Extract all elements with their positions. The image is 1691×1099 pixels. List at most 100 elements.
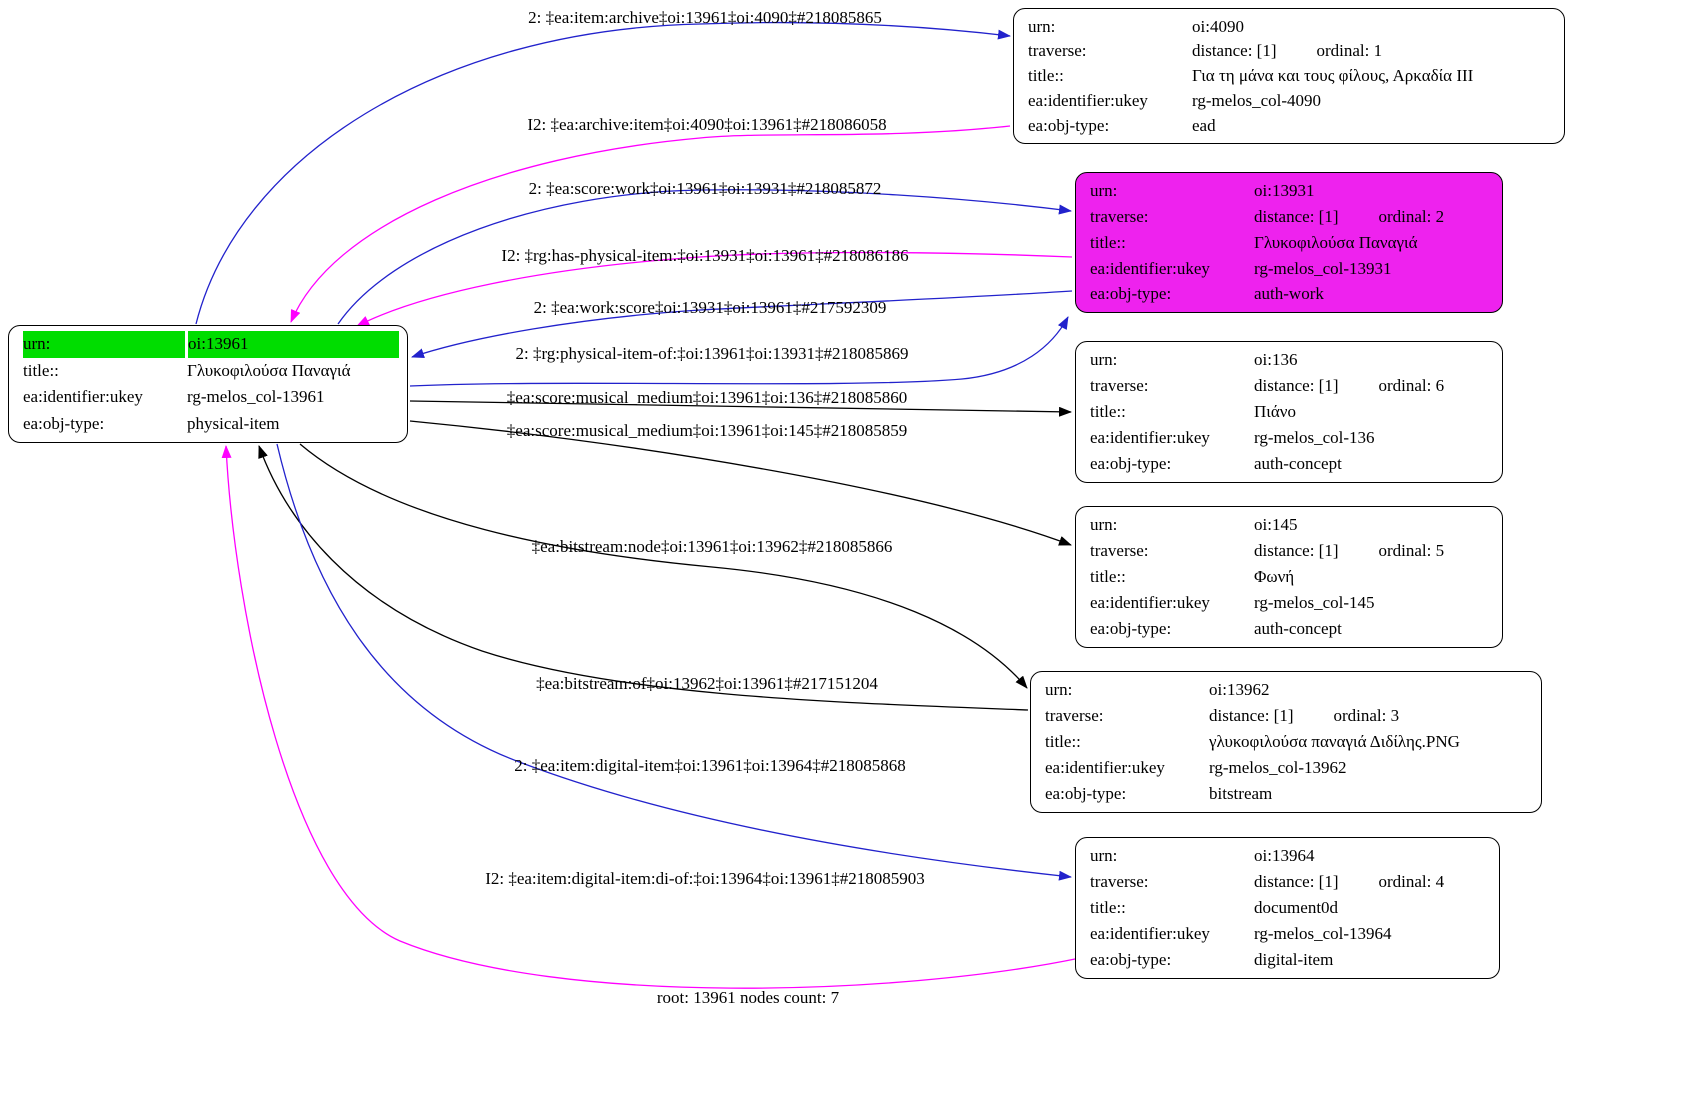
edge-bitstream-node (299, 443, 1028, 689)
node-field-row: urn: oi:13961 (11, 331, 405, 358)
field-label: ea:obj-type: (1090, 950, 1172, 970)
field-label: traverse: (1028, 41, 1087, 61)
field-label: title:: (1028, 66, 1064, 86)
edge-digital-item-di-of (221, 445, 1081, 989)
field-value: bitstream (1209, 784, 1273, 804)
field-value: auth-work (1254, 284, 1324, 304)
field-value: Πιάνο (1254, 402, 1296, 422)
field-label: title:: (1090, 232, 1126, 252)
node-oi-145[interactable]: urn: oi:145 traverse: distance: [1] ordi… (1075, 506, 1503, 648)
node-field-row: traverse: distance: [1] ordinal: 1 (1016, 39, 1562, 64)
node-field-row: ea:identifier:ukey rg-melos_col-145 (1078, 590, 1500, 616)
field-label: ea:identifier:ukey (1045, 758, 1165, 778)
field-value: document0d (1254, 898, 1339, 918)
field-value: distance: [1] (1254, 206, 1339, 226)
field-value: auth-concept (1254, 454, 1342, 474)
field-value: distance: [1] (1209, 706, 1294, 726)
node-field-row: urn: oi:13964 (1078, 843, 1497, 869)
node-field-row: urn: oi:13962 (1033, 677, 1539, 703)
field-label: urn: (1090, 515, 1118, 535)
node-field-row: ea:identifier:ukey rg-melos_col-13961 (11, 384, 405, 411)
field-label: ea:obj-type: (1090, 619, 1172, 639)
node-oi-13964[interactable]: urn: oi:13964 traverse: distance: [1] or… (1075, 837, 1500, 979)
field-label: traverse: (1090, 376, 1149, 396)
field-value: rg-melos_col-13962 (1209, 758, 1347, 778)
node-field-row: ea:obj-type: auth-concept (1078, 451, 1500, 477)
field-label: ea:identifier:ukey (1028, 91, 1148, 111)
node-field-row: ea:obj-type: auth-concept (1078, 616, 1500, 642)
node-oi-13962[interactable]: urn: oi:13962 traverse: distance: [1] or… (1030, 671, 1542, 813)
field-value: oi:13961 (188, 331, 399, 358)
field-value: rg-melos_col-145 (1254, 593, 1375, 613)
node-field-row: title:: document0d (1078, 895, 1497, 921)
field-value: Για τη μάνα και τους φίλους, Αρκαδία III (1192, 66, 1474, 86)
node-field-row: urn: oi:13931 (1078, 178, 1500, 204)
field-value: distance: [1] (1254, 541, 1339, 561)
field-label: ea:obj-type: (1090, 284, 1172, 304)
field-value: rg-melos_col-13961 (187, 387, 325, 407)
edge-label-bitstream-node: ‡ea:bitstream:node‡oi:13961‡oi:13962‡#21… (531, 537, 893, 556)
node-field-row: ea:obj-type: bitstream (1033, 781, 1539, 807)
field-value: oi:13964 (1254, 846, 1315, 866)
field-label: ea:obj-type: (1028, 115, 1110, 135)
field-value: distance: [1] (1254, 376, 1339, 396)
field-label: traverse: (1090, 206, 1149, 226)
field-label: title:: (1090, 402, 1126, 422)
field-label: title:: (1045, 732, 1081, 752)
node-field-row: traverse: distance: [1] ordinal: 4 (1078, 869, 1497, 895)
field-value: Γλυκοφιλούσα Παναγιά (187, 360, 351, 380)
edge-item-digital-item (276, 443, 1072, 881)
edge-label-score-work: 2: ‡ea:score:work‡oi:13961‡oi:13931‡#218… (528, 179, 882, 198)
edge-label-bitstream-of: ‡ea:bitstream:of‡oi:13962‡oi:13961‡#2171… (536, 674, 878, 693)
node-oi-13961[interactable]: urn: oi:13961 title:: Γλυκοφιλούσα Παναγ… (8, 325, 408, 443)
node-field-row: ea:obj-type: ead (1016, 113, 1562, 138)
field-label: urn: (1090, 181, 1118, 201)
field-label: title:: (1090, 567, 1126, 587)
field-label: urn: (23, 331, 185, 358)
field-value: oi:145 (1254, 515, 1298, 535)
field-label: ea:obj-type: (1090, 454, 1172, 474)
node-field-row: traverse: distance: [1] ordinal: 5 (1078, 538, 1500, 564)
field-value: Φωνή (1254, 567, 1295, 587)
field-value: Γλυκοφιλούσα Παναγιά (1254, 232, 1418, 252)
field-value: rg-melos_col-4090 (1192, 91, 1322, 111)
graph-footer: root: 13961 nodes count: 7 (656, 988, 840, 1007)
field-value: distance: [1] (1254, 872, 1339, 892)
field-label: title:: (1090, 898, 1126, 918)
field-value: γλυκοφιλούσα παναγιά Διδίλης.PNG (1209, 732, 1460, 752)
field-label: traverse: (1090, 872, 1149, 892)
edge-item-archive (195, 21, 1011, 325)
field-value: oi:4090 (1192, 16, 1244, 36)
field-value-ordinal: ordinal: 4 (1378, 872, 1445, 892)
node-field-row: ea:identifier:ukey rg-melos_col-136 (1078, 425, 1500, 451)
node-field-row: ea:identifier:ukey rg-melos_col-13964 (1078, 921, 1497, 947)
edge-bitstream-of (258, 445, 1029, 711)
field-label: ea:obj-type: (23, 413, 105, 433)
field-value-ordinal: ordinal: 2 (1378, 206, 1445, 226)
edge-label-work-score: 2: ‡ea:work:score‡oi:13931‡oi:13961‡#217… (533, 298, 887, 317)
field-label: ea:identifier:ukey (1090, 428, 1210, 448)
node-field-row: traverse: distance: [1] ordinal: 6 (1078, 373, 1500, 399)
field-value-ordinal: ordinal: 3 (1333, 706, 1400, 726)
node-oi-13931[interactable]: urn: oi:13931 traverse: distance: [1] or… (1075, 172, 1503, 313)
field-value-ordinal: ordinal: 5 (1378, 541, 1445, 561)
node-oi-4090[interactable]: urn: oi:4090 traverse: distance: [1] ord… (1013, 8, 1565, 144)
field-label: urn: (1090, 350, 1118, 370)
node-field-row: traverse: distance: [1] ordinal: 3 (1033, 703, 1539, 729)
node-oi-136[interactable]: urn: oi:136 traverse: distance: [1] ordi… (1075, 341, 1503, 483)
node-field-row: ea:identifier:ukey rg-melos_col-13931 (1078, 255, 1500, 281)
node-field-row: title:: γλυκοφιλούσα παναγιά Διδίλης.PNG (1033, 729, 1539, 755)
field-value: rg-melos_col-13931 (1254, 258, 1392, 278)
field-value: rg-melos_col-13964 (1254, 924, 1392, 944)
field-value: oi:13962 (1209, 680, 1270, 700)
edge-label-digital-item-di-of: I2: ‡ea:item:digital-item:di-of:‡oi:1396… (485, 869, 925, 888)
field-label: ea:obj-type: (1045, 784, 1127, 804)
field-value: ead (1192, 115, 1216, 135)
field-label: ea:identifier:ukey (23, 387, 143, 407)
field-label: urn: (1090, 846, 1118, 866)
field-value: physical-item (187, 413, 280, 433)
field-value: digital-item (1254, 950, 1334, 970)
node-field-row: ea:obj-type: physical-item (11, 411, 405, 438)
node-field-row: urn: oi:145 (1078, 512, 1500, 538)
